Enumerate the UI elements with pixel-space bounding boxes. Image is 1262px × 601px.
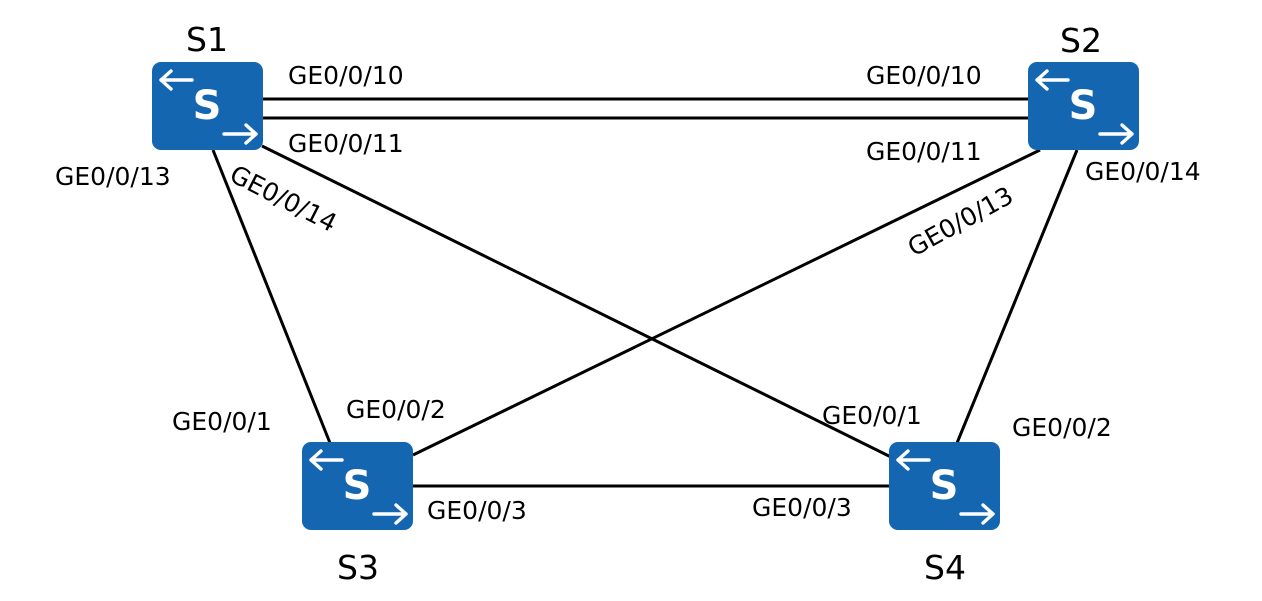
arrow-left-icon [159,69,194,91]
arrow-right-icon [222,123,258,145]
switch-letter: S [193,83,222,129]
switch-s2[interactable]: S [1028,62,1139,150]
link-s2-s4 [955,149,1079,444]
port-label: GE0/0/13 [55,162,171,191]
port-label: GE0/0/2 [1012,413,1112,442]
arrow-left-icon [1035,69,1070,91]
switch-s1[interactable]: S [152,62,263,150]
arrow-right-icon [959,503,995,525]
switch-label-s2: S2 [1060,21,1102,60]
port-label: GE0/0/11 [288,129,404,158]
switch-label-s4: S4 [924,548,966,587]
arrow-left-icon [896,449,931,471]
arrow-left-icon [309,449,344,471]
link-s1-s3 [211,149,332,444]
link-s1-s4 [261,144,894,460]
switch-label-s1: S1 [186,20,228,59]
switch-letter: S [930,463,959,509]
switch-icon [889,442,1000,530]
switch-label-s3: S3 [337,548,379,587]
arrow-right-icon [1098,123,1134,145]
link-s2-s3 [412,148,1041,457]
port-label: GE0/0/2 [346,395,446,424]
port-label: GE0/0/3 [427,496,527,525]
port-label: GE0/0/1 [172,407,272,436]
switch-s4[interactable]: S [889,442,1000,530]
switch-letter: S [1069,83,1098,129]
switch-letter: S [343,463,372,509]
port-label: GE0/0/10 [288,61,404,90]
links [211,97,1079,488]
port-label: GE0/0/10 [866,61,982,90]
switch-s3[interactable]: S [302,442,413,530]
port-label: GE0/0/3 [752,493,852,522]
port-label: GE0/0/1 [822,401,922,430]
switch-icon [1028,62,1139,150]
switch-icon [302,442,413,530]
port-label: GE0/0/14 [1085,157,1201,186]
switch-icon [152,62,263,150]
port-label: GE0/0/11 [866,137,982,166]
port-label: GE0/0/13 [903,181,1018,262]
arrow-right-icon [372,503,408,525]
